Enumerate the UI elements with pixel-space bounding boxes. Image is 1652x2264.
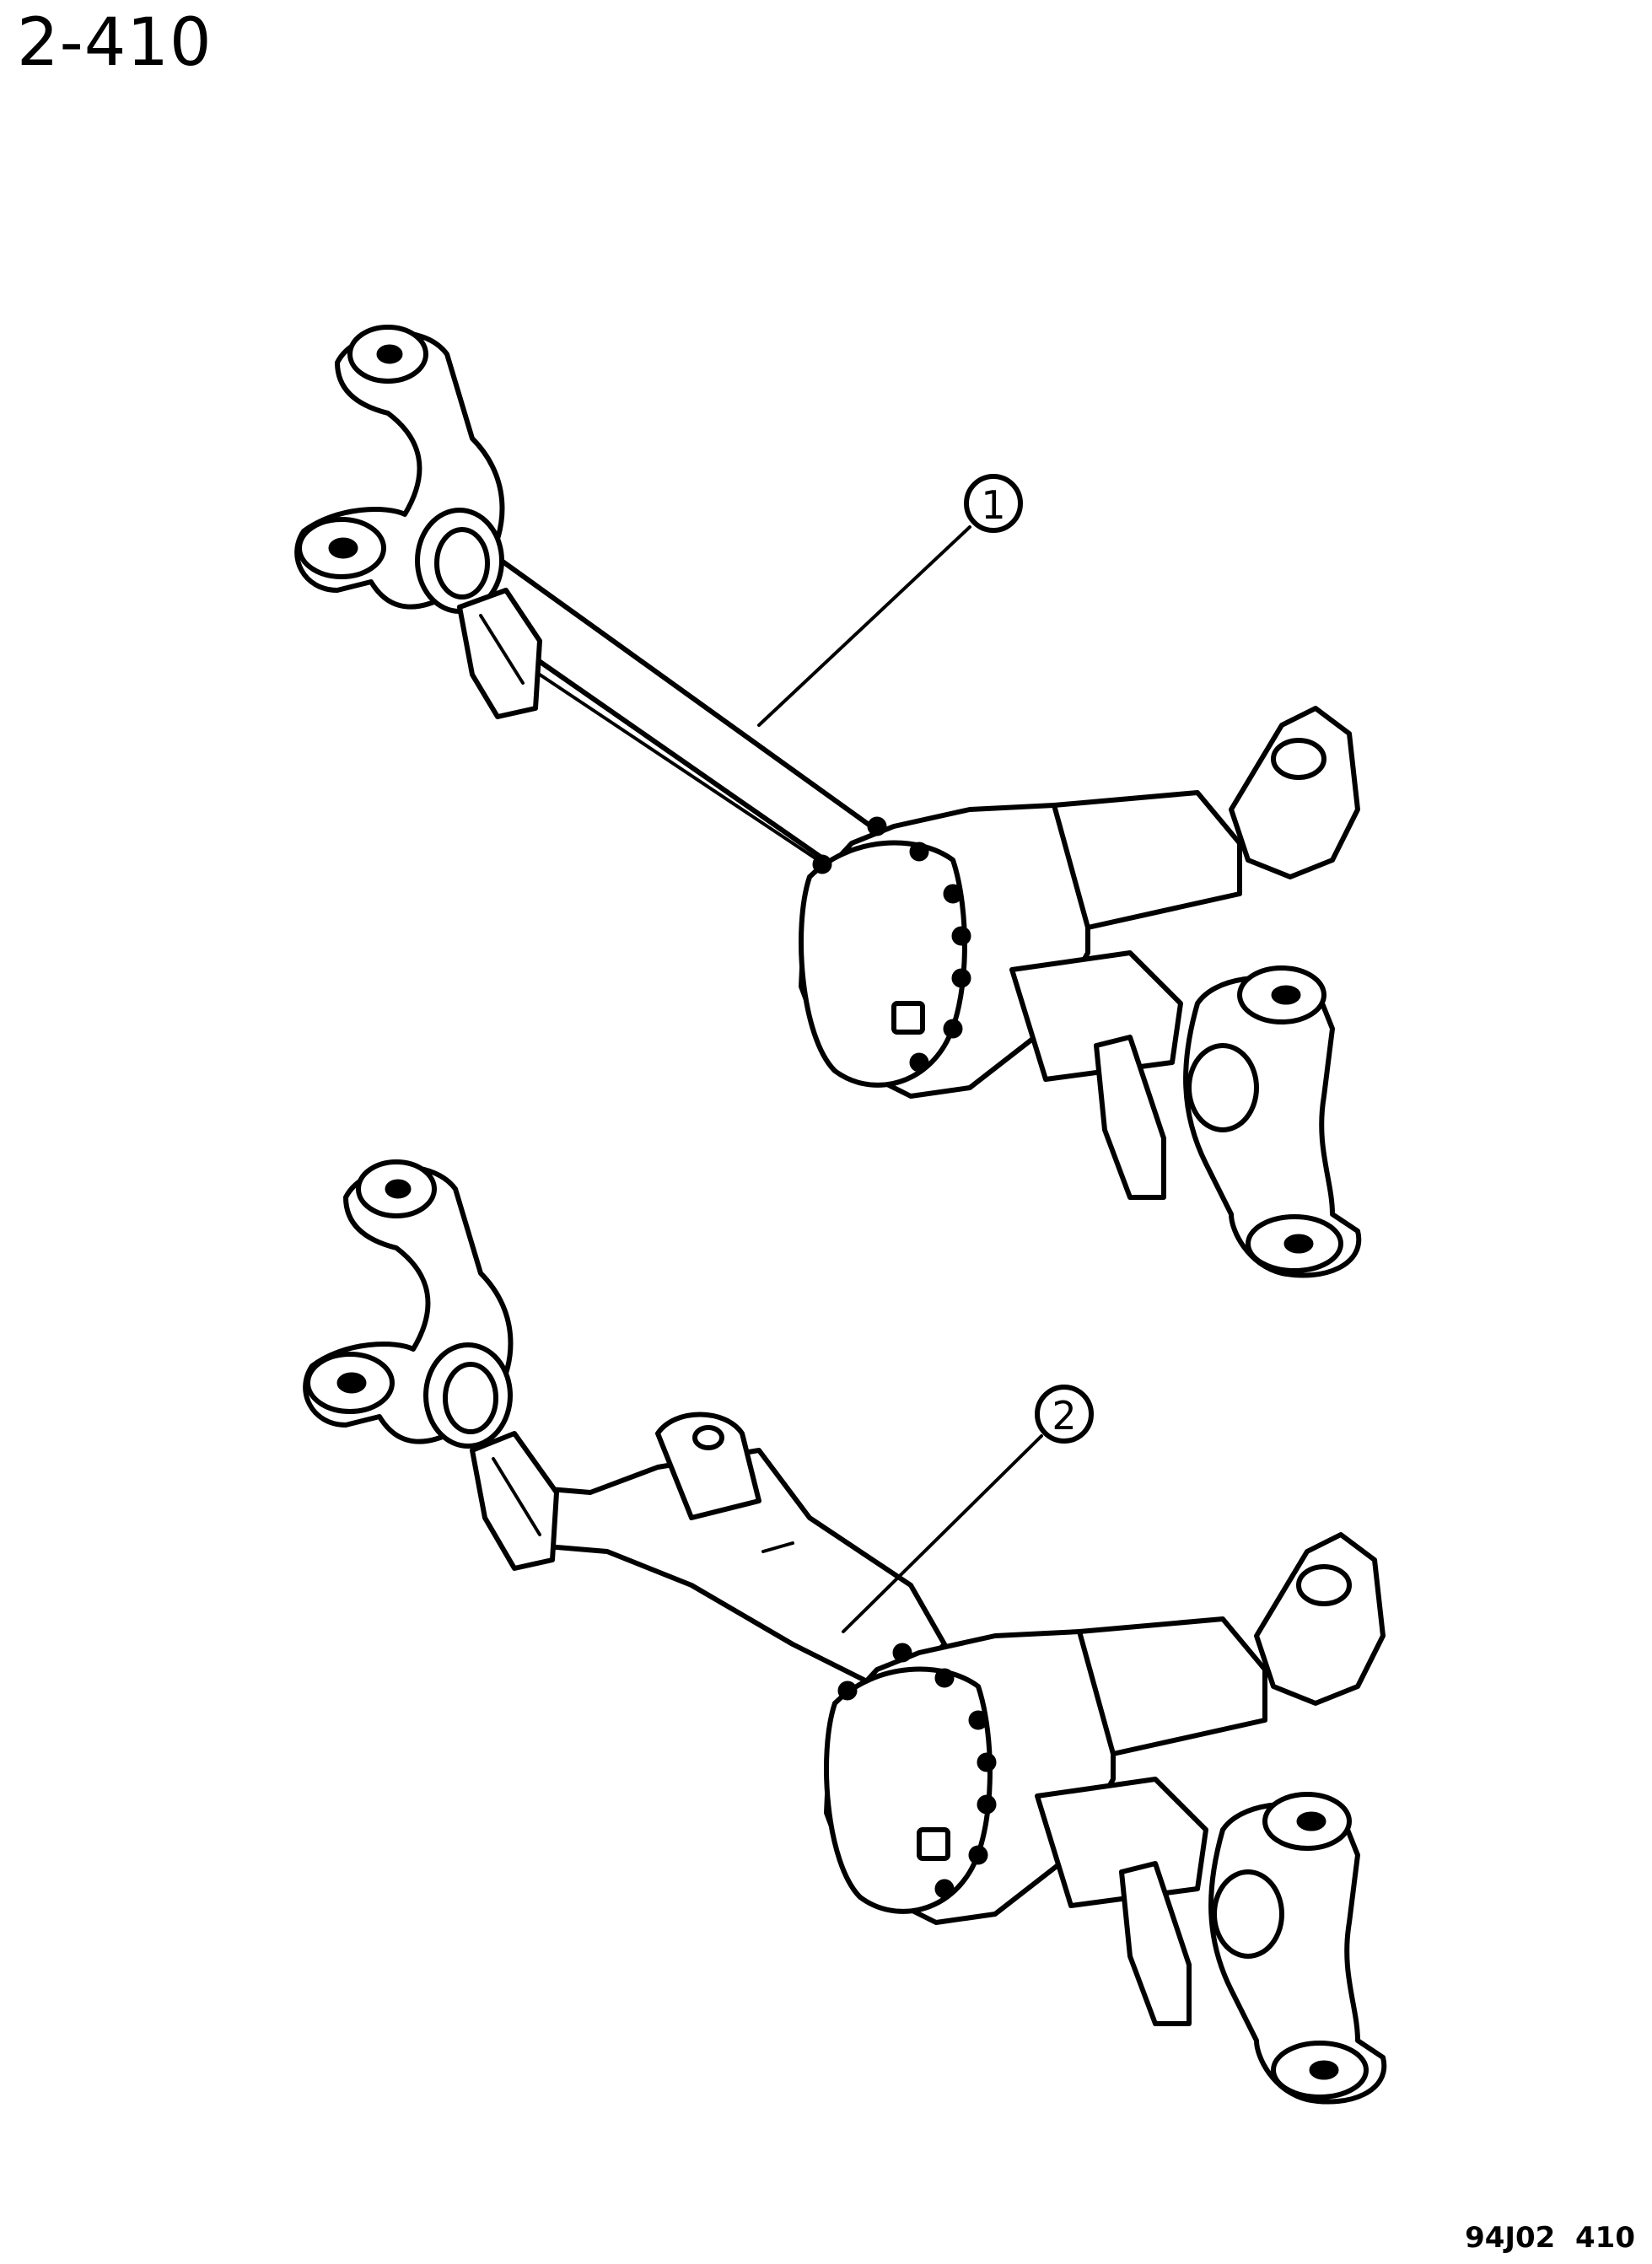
callout-1-label: 1	[981, 482, 1005, 528]
axle-2-right-tube	[1035, 1777, 1208, 1908]
callout-1: 1	[757, 474, 1023, 727]
axle-1-pinion-yoke	[1229, 706, 1360, 879]
axle-1-right-knuckle	[1183, 965, 1362, 1278]
axle-1-right-bracket	[1094, 1035, 1166, 1200]
axle-2-right-bracket	[1119, 1861, 1192, 2026]
axle-1-left-bracket	[457, 588, 542, 719]
axle-2-left-bracket	[470, 1431, 559, 1571]
axle-2-tube	[487, 1448, 947, 1697]
axle-assembly-2: 2	[303, 1159, 1387, 2105]
axle-2-pinion-housing	[1077, 1616, 1267, 1756]
page-number: 2-410	[17, 5, 213, 81]
axle-assembly-1: 1	[294, 325, 1362, 1278]
figure-code: 94J02 410	[1465, 2221, 1635, 2255]
axle-2-left-knuckle	[303, 1159, 514, 1449]
axle-2-pinion-yoke	[1254, 1532, 1386, 1706]
axle-2-differential	[824, 1629, 1116, 1925]
axle-1-pinion-housing	[1052, 790, 1242, 930]
axle-2-right-knuckle	[1208, 1792, 1387, 2105]
callout-2-label: 2	[1052, 1393, 1076, 1439]
axle-2-upper-bracket	[655, 1412, 761, 1520]
axle-1-left-knuckle	[294, 325, 505, 614]
axle-1-differential	[799, 803, 1090, 1099]
axle-1-right-tube	[1009, 950, 1183, 1082]
callout-2: 2	[842, 1385, 1094, 1633]
